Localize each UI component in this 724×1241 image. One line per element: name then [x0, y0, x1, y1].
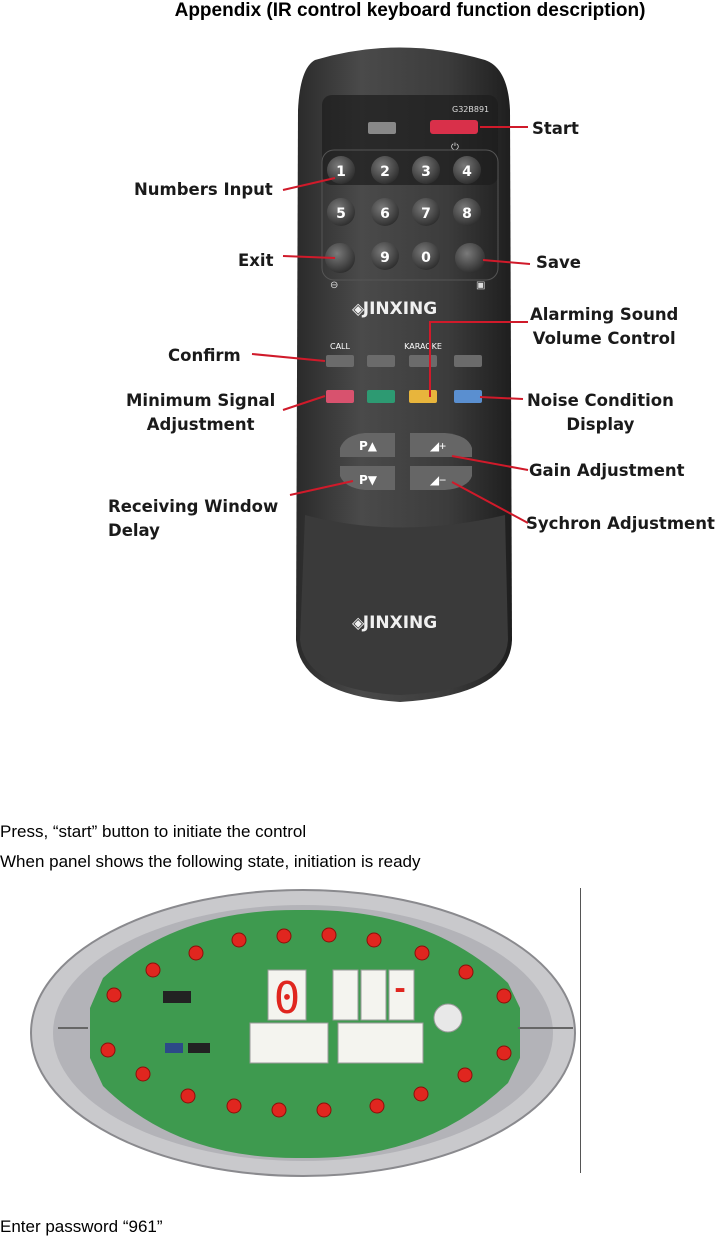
remote-lower-panel [300, 515, 508, 695]
key-5: 5 [327, 198, 355, 226]
save-key [455, 243, 485, 273]
svg-text:0: 0 [421, 250, 431, 266]
start-key [430, 120, 478, 134]
svg-text:4: 4 [462, 164, 472, 180]
brand-logo-icon: ◈ [352, 301, 365, 318]
display-digit: 0 [274, 973, 301, 1024]
remote-model: G32B891 [452, 105, 489, 114]
callout-noise-condition: Noise Condition Display [527, 389, 674, 437]
p-up-key-label: P▲ [359, 439, 378, 453]
component-ic [163, 991, 191, 1003]
blue-key [454, 390, 482, 403]
key-9: 9 [371, 242, 399, 270]
remote-control-figure: G32B891 ⏻ 1 2 3 4 5 6 7 8 9 0 ⊖ ▣ JINXIN… [100, 40, 724, 720]
svg-text:6: 6 [380, 206, 390, 222]
call-key-label: CALL [330, 342, 351, 351]
key-7: 7 [412, 198, 440, 226]
callout-min-signal: Minimum Signal Adjustment [126, 389, 275, 437]
callout-save: Save [536, 251, 581, 275]
callout-exit: Exit [238, 249, 273, 273]
callout-receiving-window: Receiving Window Delay [108, 495, 278, 543]
power-icon: ⏻ [451, 142, 459, 153]
svg-text:5: 5 [336, 206, 346, 222]
instruction-enter-password: Enter password “961” [0, 1217, 163, 1237]
instruction-panel-state: When panel shows the following state, in… [0, 852, 421, 872]
svg-text:1: 1 [336, 164, 346, 180]
vertical-rule [580, 888, 581, 1173]
digit-display-3 [361, 970, 386, 1020]
karaoke-key [409, 355, 437, 367]
lower-display-right [338, 1023, 423, 1063]
svg-text:8: 8 [462, 206, 472, 222]
lower-display-left [250, 1023, 328, 1063]
instruction-press-start: Press, “start” button to initiate the co… [0, 822, 306, 842]
remote-brand-top: JINXING [362, 299, 438, 319]
component-transistor [188, 1043, 210, 1053]
buzzer [434, 1004, 462, 1032]
svg-text:7: 7 [421, 206, 431, 222]
digit-display-2 [333, 970, 358, 1020]
remote-brand-bottom: JINXING [362, 613, 438, 633]
key-2: 2 [371, 156, 399, 184]
green-key [367, 390, 395, 403]
red-key [326, 390, 354, 403]
page-title: Appendix (IR control keyboard function d… [0, 0, 724, 22]
mode-key [367, 355, 395, 367]
callout-numbers-input: Numbers Input [134, 178, 273, 202]
exit-key-icon: ⊖ [330, 280, 338, 291]
mute-key [454, 355, 482, 367]
svg-text:9: 9 [380, 250, 390, 266]
callout-sychron: Sychron Adjustment [526, 512, 715, 536]
vol-up-icon: ◢+ [430, 439, 446, 453]
component-capacitor [165, 1043, 183, 1053]
key-8: 8 [453, 198, 481, 226]
key-3: 3 [412, 156, 440, 184]
callout-alarm-volume: Alarming Sound Volume Control [530, 303, 678, 351]
vol-down-icon: ◢− [430, 473, 446, 487]
p-down-key-label: P▼ [359, 473, 378, 487]
karaoke-key-label: KARAOKE [404, 342, 442, 351]
key-0: 0 [412, 242, 440, 270]
control-panel-figure: 0 - [28, 888, 588, 1178]
function-key [368, 122, 396, 134]
svg-text:2: 2 [380, 164, 390, 180]
key-6: 6 [371, 198, 399, 226]
key-4: 4 [453, 156, 481, 184]
save-key-icon: ▣ [476, 280, 485, 291]
callout-confirm: Confirm [168, 344, 241, 368]
callout-gain: Gain Adjustment [529, 459, 685, 483]
svg-text:3: 3 [421, 164, 431, 180]
brand-logo-icon-bottom: ◈ [352, 615, 365, 632]
display-dash: - [392, 972, 409, 1005]
callout-start: Start [532, 117, 579, 141]
yellow-key [409, 390, 437, 403]
call-key [326, 355, 354, 367]
